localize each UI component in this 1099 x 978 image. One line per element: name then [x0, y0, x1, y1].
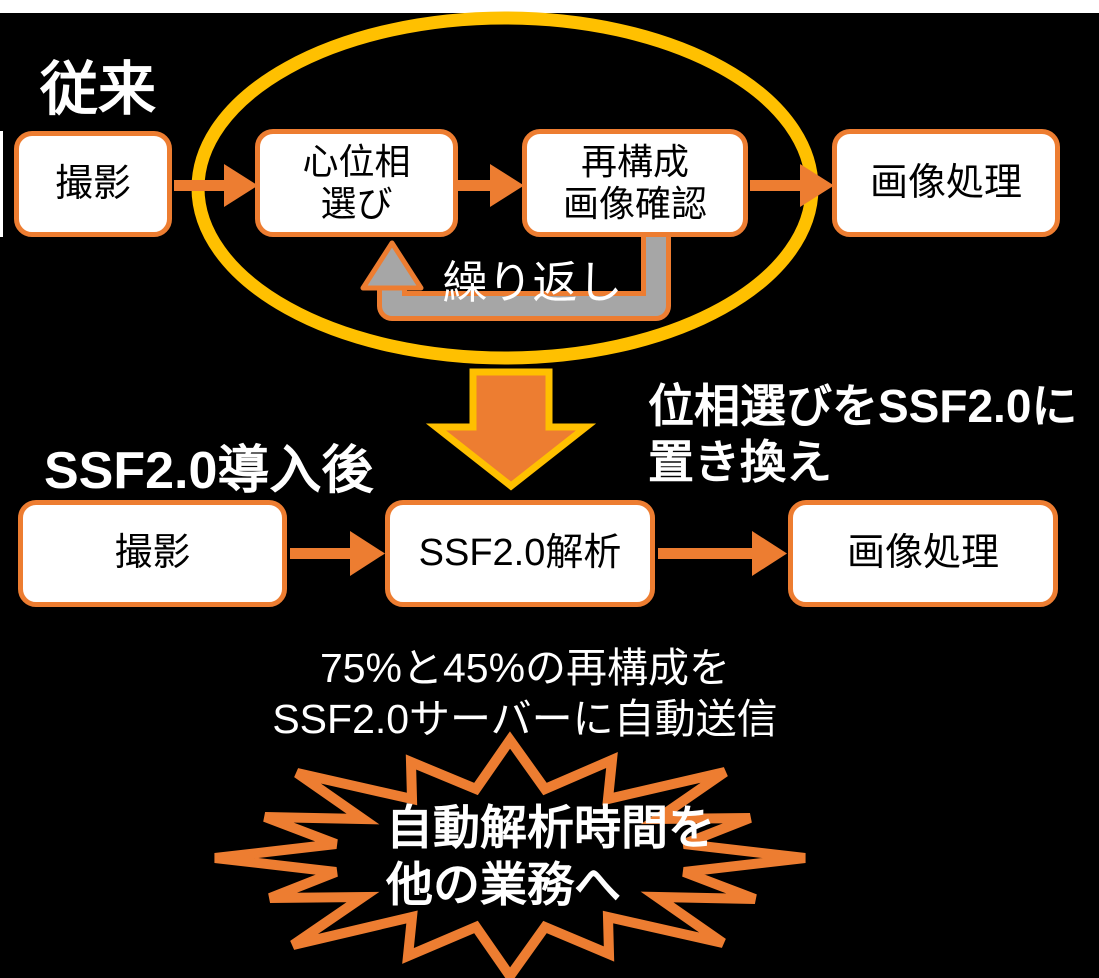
step-label: 画像処理 [869, 161, 1022, 204]
ssf-note-line1: 75%と45%の再構成を [319, 645, 731, 691]
arrow-right-icon [290, 531, 385, 576]
legacy-section-title: 従来 [40, 57, 157, 122]
transition-note-line1: 位相選びをSSF2.0に [648, 380, 1078, 432]
ssf-section-title: SSF2.0導入後 [44, 442, 374, 500]
legacy-step-phase-selection: 心位相 選び [255, 129, 458, 237]
legacy-step-image-processing: 画像処理 [832, 129, 1060, 237]
step-label: 撮影 [54, 162, 131, 205]
starburst-text-line2: 他の業務へ [386, 857, 621, 911]
step-label-line1: 再構成 [580, 140, 689, 182]
step-label: SSF2.0解析 [418, 532, 622, 575]
arrow-up-icon [360, 240, 424, 291]
ssf-step-image-processing: 画像処理 [788, 500, 1058, 607]
starburst-text-line1: 自動解析時間を [386, 801, 715, 854]
ssf-step-imaging: 撮影 [18, 500, 287, 607]
ssf-step-analysis: SSF2.0解析 [385, 500, 655, 607]
top-white-strip [0, 0, 1099, 13]
step-label-line2: 選び [320, 183, 393, 224]
arrow-right-icon [750, 164, 834, 207]
legacy-step-imaging: 撮影 [14, 131, 172, 237]
ssf-note-line2: SSF2.0サーバーに自動送信 [272, 695, 778, 742]
starburst-text: 自動解析時間を 他の業務へ [386, 800, 715, 914]
step-label: 撮影 [114, 532, 191, 575]
arrow-right-icon [456, 164, 524, 207]
arrow-down-icon [425, 368, 597, 491]
repeat-loop-label: 繰り返し [442, 257, 623, 308]
legacy-step-recon-check: 再構成 画像確認 [522, 129, 748, 237]
step-label-line2: 画像確認 [562, 183, 707, 224]
step-label-line1: 心位相 [302, 140, 411, 182]
transition-note: 位相選びをSSF2.0に 置き換え [648, 378, 1077, 490]
transition-note-line2: 置き換え [648, 436, 832, 489]
left-edge-box-sliver [0, 131, 3, 237]
arrow-right-icon [174, 164, 258, 207]
ssf-auto-send-note: 75%と45%の再構成を SSF2.0サーバーに自動送信 [150, 643, 900, 745]
step-label: 画像処理 [846, 532, 999, 575]
arrow-right-icon [658, 531, 787, 576]
